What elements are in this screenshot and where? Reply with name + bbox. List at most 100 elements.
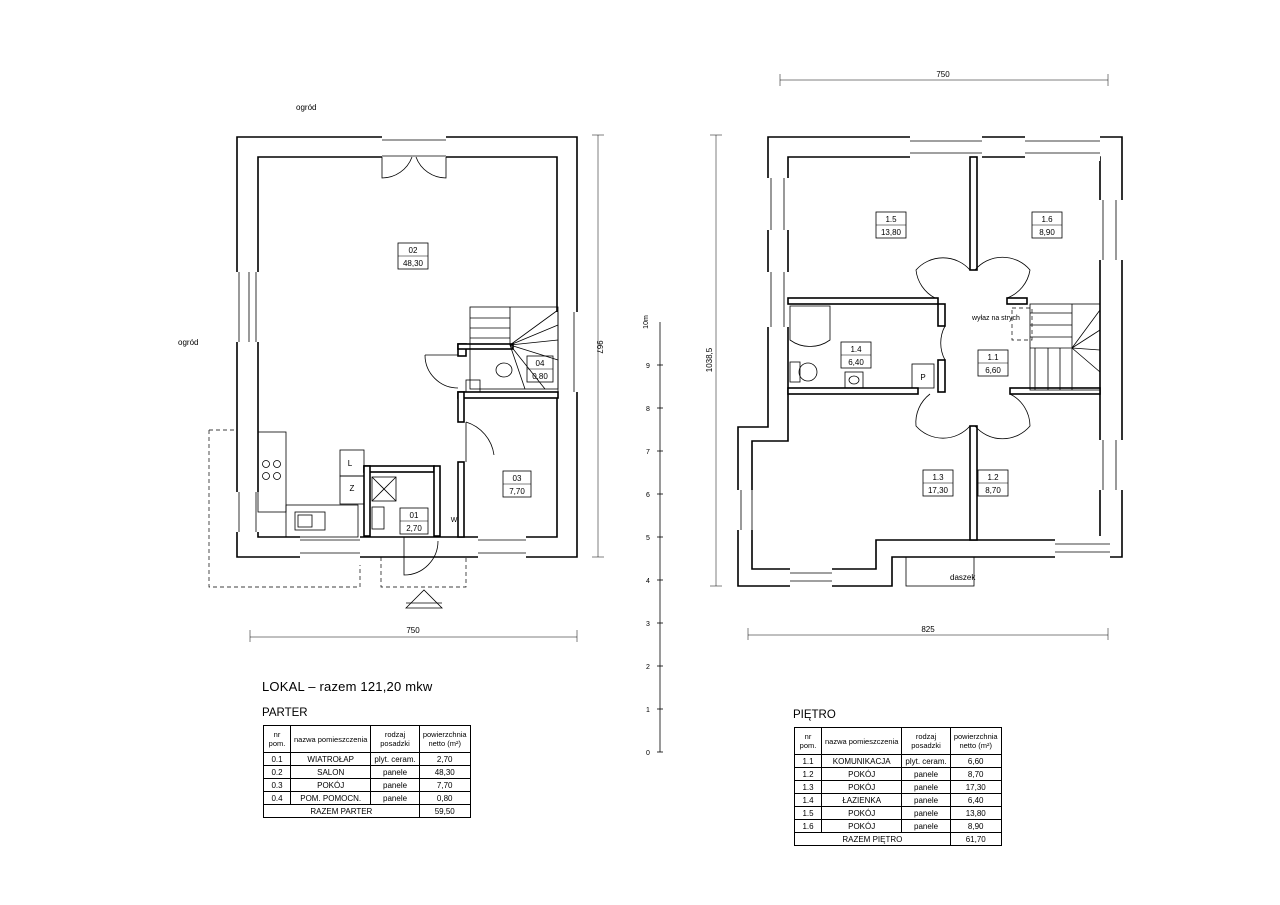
cell-no: 1.1	[794, 754, 822, 768]
kitchen-label-l: L	[348, 459, 353, 468]
cell-name: ŁAZIENKA	[820, 793, 903, 807]
room-number: 1.1	[987, 353, 999, 362]
parter-heading: PARTER	[262, 707, 308, 719]
parter-width-dim: 750	[406, 626, 420, 635]
svg-text:04: 04	[536, 359, 545, 368]
cell-name: POKÓJ	[820, 767, 903, 781]
cell-no: 1.3	[794, 780, 822, 794]
cell-name: POKÓJ	[820, 780, 903, 794]
cell-no: 1.4	[794, 793, 822, 807]
room-label-04: 04 0,80	[526, 355, 554, 383]
cell-floor: panele	[901, 780, 951, 794]
cell-floor: plyt. ceram.	[901, 754, 951, 768]
cell-no: 1.5	[794, 806, 822, 820]
col-no: nr pom.	[794, 727, 822, 755]
cell-floor: panele	[901, 793, 951, 807]
room-label-1-5: 1.5 13,80	[875, 211, 907, 239]
cell-area: 8,70	[949, 767, 1002, 781]
cell-name: POM. POMOCN.	[289, 791, 372, 805]
svg-text:48,30: 48,30	[403, 259, 424, 268]
cell-name: POKÓJ	[820, 819, 903, 833]
parter-room-table: nr pom. nazwa pomieszczenia rodzaj posad…	[263, 725, 471, 818]
scale-tick-label: 3	[646, 621, 650, 628]
ground-floor-plan: 02 48,30 03 7,70 01 2,70 04 0,80 L Z W o…	[178, 103, 604, 642]
room-number: 1.2	[987, 473, 999, 482]
room-label-1-6: 1.6 8,90	[1031, 211, 1063, 239]
cell-area: 2,70	[418, 752, 471, 766]
pietro-height-dim: 1038,5	[705, 347, 714, 372]
room-label-1-2: 1.28,70	[977, 469, 1009, 497]
pietro-room-table: nr pom. nazwa pomieszczenia rodzaj posad…	[794, 727, 1002, 846]
pietro-width-top-dim: 750	[936, 70, 950, 79]
garden-top-label: ogród	[296, 103, 316, 112]
svg-text:0,80: 0,80	[532, 372, 548, 381]
col-name: nazwa pomieszczenia	[289, 725, 372, 753]
room-area: 13,80	[881, 228, 902, 237]
svg-text:2,70: 2,70	[406, 524, 422, 533]
svg-text:7,70: 7,70	[509, 487, 525, 496]
room-area: 17,30	[928, 486, 949, 495]
cell-floor: panele	[901, 819, 951, 833]
total-value: 61,70	[949, 832, 1002, 846]
cell-area: 13,80	[949, 806, 1002, 820]
cell-floor: panele	[901, 767, 951, 781]
scale-tick-label: 7	[646, 449, 650, 456]
scale-tick-label: 0	[646, 750, 650, 757]
shaft-label: P	[920, 373, 925, 382]
cell-area: 6,40	[949, 793, 1002, 807]
cell-area: 8,90	[949, 819, 1002, 833]
cell-area: 0,80	[418, 791, 471, 805]
cell-no: 0.4	[263, 791, 291, 805]
pietro-width-bottom-dim: 825	[921, 625, 935, 634]
scale-tick-label: 9	[646, 363, 650, 370]
svg-text:03: 03	[513, 474, 522, 483]
svg-text:01: 01	[410, 511, 419, 520]
canopy-label: daszek	[950, 573, 976, 582]
room-number: 1.4	[850, 345, 862, 354]
wm-label: W	[451, 517, 458, 524]
room-area: 6,60	[985, 366, 1001, 375]
cell-floor: panele	[370, 791, 420, 805]
cell-no: 1.2	[794, 767, 822, 781]
cell-no: 0.3	[263, 778, 291, 792]
col-area: powierzchnia netto (m²)	[949, 727, 1002, 755]
room-label-02: 02 48,30	[397, 242, 429, 270]
cell-no: 1.6	[794, 819, 822, 833]
cell-area: 17,30	[949, 780, 1002, 794]
room-label-01: 01 2,70	[399, 507, 429, 535]
attic-hatch-label: wyłaz na strych	[971, 315, 1020, 322]
col-name: nazwa pomieszczenia	[820, 727, 903, 755]
col-floor: rodzaj posadzki	[901, 727, 951, 755]
room-area: 8,90	[1039, 228, 1055, 237]
cell-floor: panele	[370, 778, 420, 792]
svg-text:02: 02	[409, 246, 418, 255]
room-number: 1.5	[885, 215, 897, 224]
room-number: 1.3	[932, 473, 944, 482]
cell-name: POKÓJ	[289, 778, 372, 792]
col-no: nr pom.	[263, 725, 291, 753]
cell-floor: panele	[370, 765, 420, 779]
scale-tick-label: 1	[646, 707, 650, 714]
room-number: 1.6	[1041, 215, 1053, 224]
cell-area: 7,70	[418, 778, 471, 792]
cell-name: POKÓJ	[820, 806, 903, 820]
cell-area: 6,60	[949, 754, 1002, 768]
room-label-03: 03 7,70	[502, 470, 532, 498]
col-floor: rodzaj posadzki	[370, 725, 420, 753]
room-label-1-3: 1.3 17,30	[922, 469, 954, 497]
cell-floor: panele	[901, 806, 951, 820]
total-label: RAZEM PARTER	[263, 804, 420, 818]
scale-tick-label: 5	[646, 535, 650, 542]
cell-area: 48,30	[418, 765, 471, 779]
